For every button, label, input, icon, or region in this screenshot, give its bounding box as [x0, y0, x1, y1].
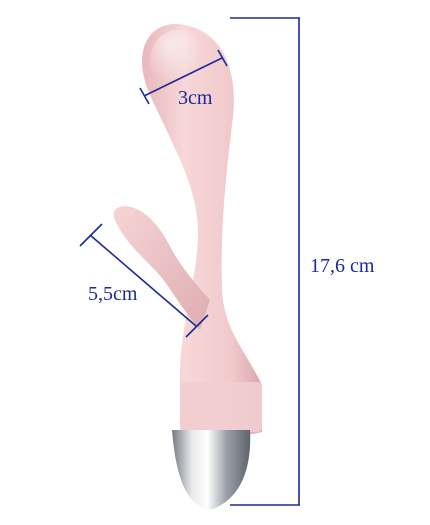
arm-length-label: 5,5cm — [88, 283, 138, 305]
main-shaft — [142, 24, 262, 437]
tip-width-dimension: 3cm — [139, 49, 228, 109]
tip-highlight — [150, 30, 206, 90]
secondary-arm — [113, 206, 210, 330]
tip-width-label: 3cm — [178, 87, 213, 109]
base-band — [180, 382, 262, 432]
chrome-base — [172, 430, 251, 510]
total-length-dimension: 17,6 cm — [230, 17, 375, 506]
arm-length-dimension: 5,5cm — [79, 223, 209, 338]
total-length-label: 17,6 cm — [310, 255, 375, 277]
